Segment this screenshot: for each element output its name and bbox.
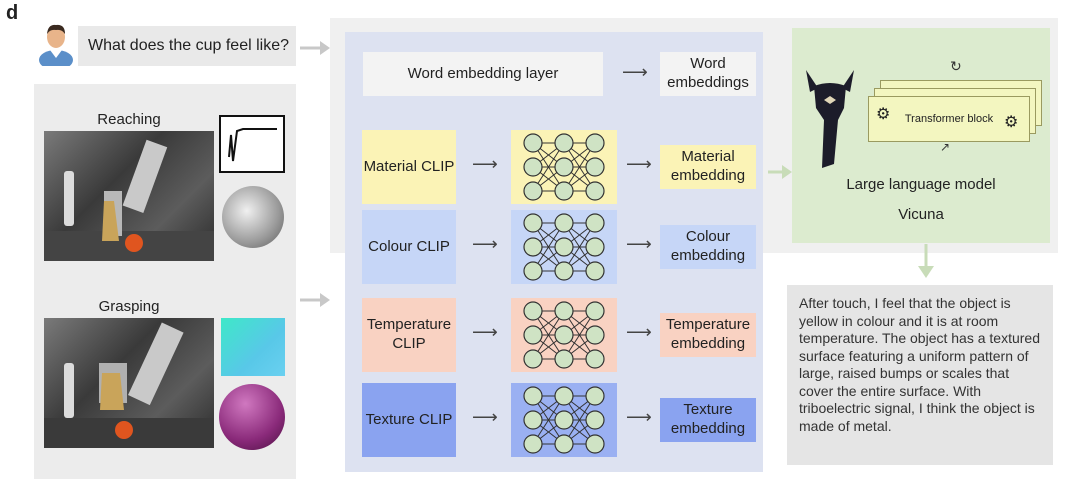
clip-box: Colour CLIP (362, 210, 456, 284)
clip-box: Temperature CLIP (362, 298, 456, 372)
signal-curve-icon (228, 128, 277, 162)
arrow-right-icon: ⟶ (622, 62, 648, 82)
robot-arm-icon (44, 139, 214, 261)
embedding-box: Texture embedding (660, 398, 756, 442)
panel-label: d (6, 2, 19, 24)
question-bubble: What does the cup feel like? (78, 26, 296, 66)
arrow-right-icon (300, 293, 330, 307)
arrow-right-icon: ⟶ (626, 322, 652, 342)
neural-network-icon (523, 133, 605, 201)
loop-arrow-icon: ↻ (950, 58, 962, 74)
neural-network (511, 298, 617, 372)
texture-sphere (219, 384, 285, 450)
arrow-right-icon: ⟶ (472, 407, 498, 427)
llama-logo-icon (806, 70, 854, 168)
neural-network (511, 210, 617, 284)
metal-texture-sphere (222, 186, 284, 248)
grasping-label: Grasping (98, 298, 160, 315)
transformer-block-label: Transformer block (904, 113, 994, 125)
grasping-photo (44, 318, 214, 448)
arrow-right-icon: ⟶ (472, 154, 498, 174)
arrow-right-icon (768, 165, 792, 179)
robot-grasp-icon (44, 322, 214, 448)
embedding-box: Material embedding (660, 145, 756, 189)
clip-box: Texture CLIP (362, 383, 456, 457)
question-text: What does the cup feel like? (88, 37, 290, 54)
arrow-right-icon (300, 41, 330, 55)
transformer-block: Transformer block (868, 96, 1030, 142)
reaching-photo (44, 131, 214, 261)
word-embedding-layer: Word embedding layer (363, 52, 603, 96)
neural-network (511, 130, 617, 204)
neural-network-icon (523, 386, 605, 454)
arrow-right-icon: ⟶ (626, 407, 652, 427)
colour-map-image (221, 318, 285, 376)
gear-icon: ⚙ (876, 106, 891, 123)
word-embeddings: Word embeddings (660, 52, 756, 96)
clip-box: Material CLIP (362, 130, 456, 204)
embedding-box: Colour embedding (660, 225, 756, 269)
embedding-box: Temperature embedding (660, 313, 756, 357)
arrow-down-icon (918, 244, 934, 278)
reaching-label: Reaching (97, 111, 161, 128)
llm-name: Vicuna (898, 206, 944, 223)
input-arrow-icon: ↗ (940, 140, 951, 154)
neural-network (511, 383, 617, 457)
user-avatar-icon (39, 24, 73, 66)
gear-icon: ⚙ (1004, 114, 1019, 131)
arrow-right-icon: ⟶ (626, 234, 652, 254)
arrow-right-icon: ⟶ (472, 322, 498, 342)
arrow-right-icon: ⟶ (472, 234, 498, 254)
neural-network-icon (523, 213, 605, 281)
answer-text: After touch, I feel that the object is y… (799, 295, 1040, 434)
arrow-right-icon: ⟶ (626, 154, 652, 174)
signal-plot (219, 115, 285, 173)
llm-title: Large language model (846, 176, 996, 193)
answer-box: After touch, I feel that the object is y… (787, 285, 1053, 465)
neural-network-icon (523, 301, 605, 369)
